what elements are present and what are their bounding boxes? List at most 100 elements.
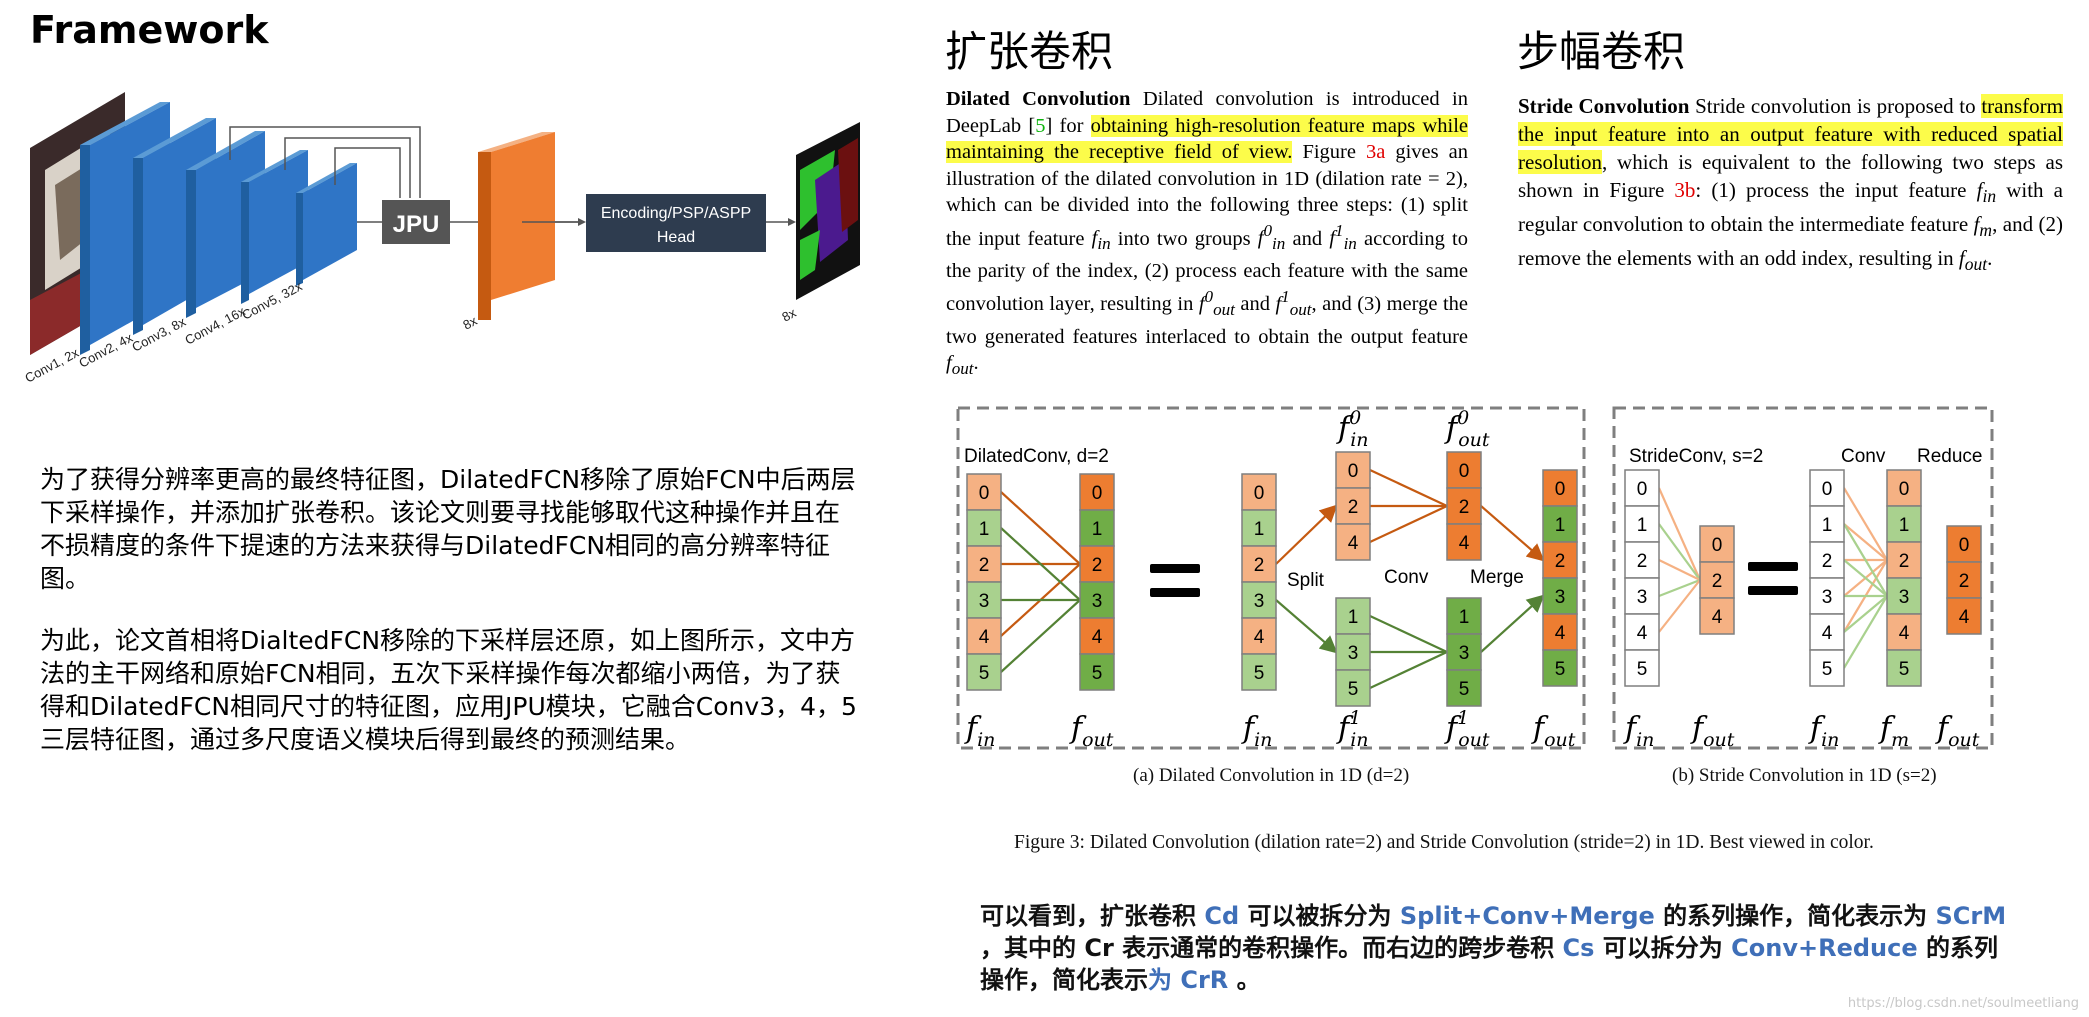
reduce-label: Reduce xyxy=(1917,446,1983,467)
b-fout2-cell-label: 2 xyxy=(1959,571,1970,592)
b-fout2-cell-label: 0 xyxy=(1959,535,1970,556)
jpu-block xyxy=(382,200,450,244)
ref-5-link[interactable]: 5 xyxy=(1035,114,1046,137)
stride-edge xyxy=(1658,559,1701,581)
panel-a-title: DilatedConv, d=2 xyxy=(964,446,1109,467)
b-fm-cell-label: 1 xyxy=(1899,515,1910,536)
caption-b: (b) Stride Convolution in 1D (s=2) xyxy=(1672,765,1937,786)
a-fout2-cell-label: 3 xyxy=(1555,587,1566,608)
fin-symbol: fin xyxy=(1241,711,1272,751)
panel-b-frame xyxy=(1612,406,1994,750)
dilated-edge xyxy=(1000,527,1081,601)
stride-lead: Stride Convolution xyxy=(1518,94,1690,118)
conv-b-label: Conv xyxy=(1841,446,1886,467)
dilated-lead: Dilated Convolution xyxy=(946,88,1131,110)
a-fin2-cell-label: 4 xyxy=(1254,627,1265,648)
b-fm-cell-1 xyxy=(1886,505,1922,543)
a-fout2-cell-2 xyxy=(1542,541,1578,579)
b-fm-cell-label: 5 xyxy=(1899,659,1910,680)
fout-symbol: fout xyxy=(1069,711,1114,751)
a-f0in-cell-label: 0 xyxy=(1348,461,1359,482)
b-fin-cell-1 xyxy=(1624,505,1660,543)
b-fin-cell-label: 0 xyxy=(1637,479,1648,500)
b-fin2-cell-label: 5 xyxy=(1822,659,1833,680)
a-fin-cell-5 xyxy=(966,653,1002,691)
a-f0in-cell-label: 2 xyxy=(1348,497,1359,518)
b-fm-cell-label: 0 xyxy=(1899,479,1910,500)
ref-3a-link[interactable]: 3a xyxy=(1365,141,1386,163)
a-fout-cell-0 xyxy=(1079,473,1115,511)
a-fin2-cell-label: 3 xyxy=(1254,591,1265,612)
a-fout-cell-label: 2 xyxy=(1092,555,1103,576)
conv-b-edge xyxy=(1843,595,1888,669)
framework-title: Framework xyxy=(30,8,269,52)
b-fout-cell-4 xyxy=(1699,597,1735,635)
merge-arrow-even xyxy=(1480,505,1545,562)
b-fout-cell-2 xyxy=(1699,561,1735,599)
fout-symbol: fout xyxy=(1531,711,1576,751)
a-fin2-cell-5 xyxy=(1241,653,1277,691)
a-f0in-cell-4 xyxy=(1335,523,1371,561)
conv-edge-odd xyxy=(1369,615,1448,653)
figure-caption: Figure 3: Dilated Convolution (dilation … xyxy=(1014,832,1874,853)
dilated-paragraph: Dilated Convolution Dilated convolution … xyxy=(946,88,1468,379)
stride-edge xyxy=(1658,578,1701,598)
out-scale-label: 8x xyxy=(779,305,799,325)
a-f1in-cell-3 xyxy=(1335,633,1371,671)
a-f1out-cell-label: 5 xyxy=(1459,679,1470,700)
a-f1in-cell-label: 5 xyxy=(1348,679,1359,700)
a-fin-cell-label: 0 xyxy=(979,483,990,504)
b-fin-cell-5 xyxy=(1624,649,1660,687)
b-fm-cell-label: 2 xyxy=(1899,551,1910,572)
a-f0out-cell-label: 0 xyxy=(1459,461,1470,482)
a-f0out-cell-label: 4 xyxy=(1459,533,1470,554)
b-fin2-cell-label: 3 xyxy=(1822,587,1833,608)
b-fm-cell-5 xyxy=(1886,649,1922,687)
jpu-label: JPU xyxy=(393,211,440,238)
conv-b-edge xyxy=(1843,523,1888,597)
scrm-term: SCrM xyxy=(1935,902,2007,930)
b-fm-cell-label: 4 xyxy=(1899,623,1910,644)
b-fin-cell-label: 4 xyxy=(1637,623,1648,644)
a-fout-cell-label: 4 xyxy=(1092,627,1103,648)
b-fout-cell-label: 4 xyxy=(1712,607,1723,628)
a-fin2-cell-label: 0 xyxy=(1254,483,1265,504)
b-fin-cell-label: 5 xyxy=(1637,659,1648,680)
a-fin-cell-label: 3 xyxy=(979,591,990,612)
a-fin2-cell-3 xyxy=(1241,581,1277,619)
figure-3: DilatedConv, d=2 StrideConv, s=2 0 1 2 3 4 5 0… xyxy=(956,406,1994,751)
conv-reduce-term: Conv+Reduce xyxy=(1731,934,1918,962)
panel-b-title: StrideConv, s=2 xyxy=(1629,446,1763,467)
b-fin-cell-0 xyxy=(1624,469,1660,507)
b-fin-cell-2 xyxy=(1624,541,1660,579)
a-fout2-cell-4 xyxy=(1542,613,1578,651)
cs-term: Cs xyxy=(1562,934,1595,962)
a-f1out-cell-3 xyxy=(1446,633,1482,671)
a-fout-cell-5 xyxy=(1079,653,1115,691)
conv-b-edge xyxy=(1843,595,1888,633)
conv-b-edge xyxy=(1843,487,1888,561)
a-fout2-cell-3 xyxy=(1542,577,1578,615)
conv-label: Conv xyxy=(1384,567,1429,588)
a-fin2-cell-2 xyxy=(1241,545,1277,583)
a-f0out-cell-0 xyxy=(1446,451,1482,489)
a-fin2-cell-label: 2 xyxy=(1254,555,1265,576)
dilated-heading: 扩张卷积 xyxy=(945,27,1114,76)
panel-a-frame xyxy=(956,406,1586,750)
b-fin2-cell-5 xyxy=(1809,649,1845,687)
a-f1out-cell-label: 3 xyxy=(1459,643,1470,664)
a-f0out-cell-label: 2 xyxy=(1459,497,1470,518)
a-fin2-cell-label: 5 xyxy=(1254,663,1265,684)
ref-3b-link[interactable]: 3b xyxy=(1674,178,1696,202)
b-fm-cell-3 xyxy=(1886,577,1922,615)
a-fout-cell-label: 0 xyxy=(1092,483,1103,504)
fin-symbol: fin xyxy=(964,711,995,751)
head-label-2: Head xyxy=(657,229,695,246)
a-fout2-cell-label: 4 xyxy=(1555,623,1566,644)
a-fout2-cell-5 xyxy=(1542,649,1578,687)
framework-diagram: JPU Encoding/PSP/ASPP Head Conv1, 2x Con… xyxy=(22,92,860,386)
a-fout2-cell-label: 0 xyxy=(1555,479,1566,500)
a-f0in-cell-label: 4 xyxy=(1348,533,1359,554)
fin-symbol: fin xyxy=(1808,711,1839,751)
